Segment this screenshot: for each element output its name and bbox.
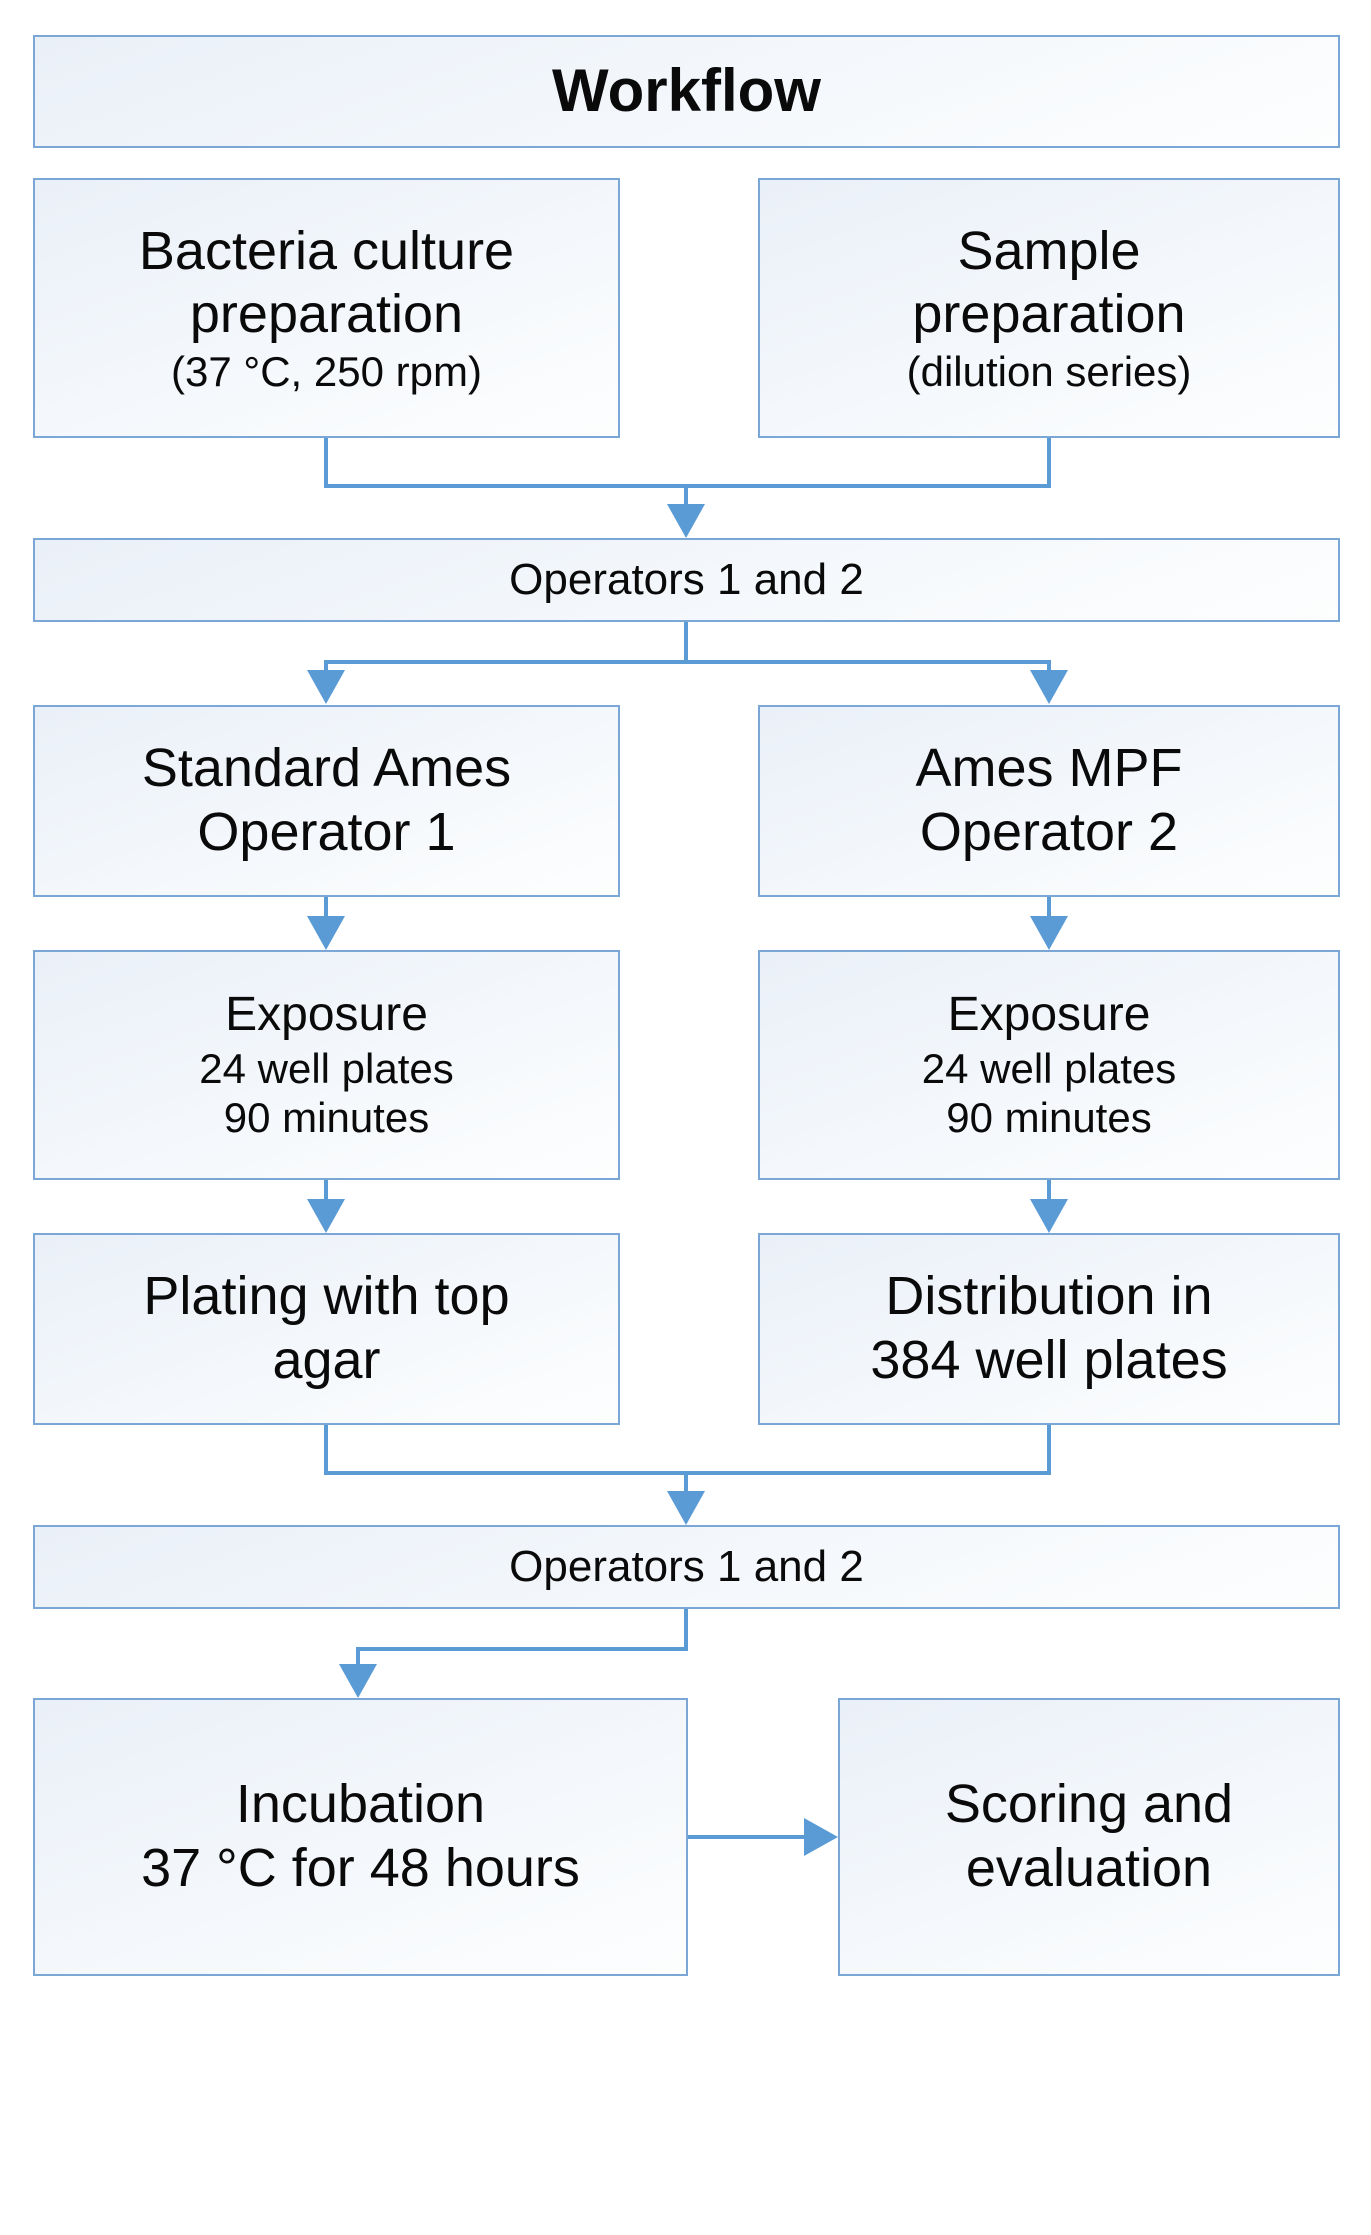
connector-exposure-left-to-plating bbox=[324, 1180, 328, 1204]
node-standard-ames: Standard Ames Operator 1 bbox=[33, 705, 620, 897]
ames-mpf-line1: Ames MPF bbox=[915, 738, 1183, 799]
arrow-down-to-distribution bbox=[1030, 1199, 1068, 1233]
connector-split-right-stub-1 bbox=[1047, 660, 1051, 674]
arrow-down-to-ames-mpf bbox=[1030, 670, 1068, 704]
node-scoring-evaluation: Scoring and evaluation bbox=[838, 1698, 1340, 1976]
connector-merge-drop-1 bbox=[684, 484, 688, 510]
connector-split-bar-1 bbox=[324, 660, 1051, 664]
operators-band-2-label: Operators 1 and 2 bbox=[509, 1542, 864, 1592]
node-distribution-384-well-plates: Distribution in 384 well plates bbox=[758, 1233, 1340, 1425]
connector-ames-mpf-to-exposure bbox=[1047, 897, 1051, 921]
node-exposure-left: Exposure 24 well plates 90 minutes bbox=[33, 950, 620, 1180]
bacteria-prep-line1: Bacteria culture bbox=[138, 220, 515, 281]
scoring-line2: evaluation bbox=[965, 1838, 1213, 1898]
node-operators-band-1: Operators 1 and 2 bbox=[33, 538, 1340, 622]
node-incubation: Incubation 37 °C for 48 hours bbox=[33, 1698, 688, 1976]
connector-split-drop-1 bbox=[684, 622, 688, 664]
sample-prep-line2: preparation bbox=[912, 284, 1186, 345]
connector-band2-drop bbox=[684, 1609, 688, 1651]
bacteria-prep-line3: (37 °C, 250 rpm) bbox=[171, 347, 482, 395]
operators-band-1-label: Operators 1 and 2 bbox=[509, 555, 864, 605]
arrow-right-to-scoring bbox=[804, 1818, 838, 1856]
ames-mpf-line2: Operator 2 bbox=[919, 802, 1179, 862]
connector-band2-elbow-bar bbox=[356, 1647, 688, 1651]
node-title-banner-label: Workflow bbox=[552, 57, 821, 125]
sample-prep-line3: (dilution series) bbox=[906, 347, 1192, 395]
exposure-right-line1: Exposure bbox=[947, 988, 1151, 1042]
exposure-left-line1: Exposure bbox=[225, 988, 428, 1042]
plating-line2: agar bbox=[272, 1330, 381, 1390]
node-bacteria-culture-preparation: Bacteria culture preparation (37 °C, 250… bbox=[33, 178, 620, 438]
arrow-down-to-plating bbox=[307, 1199, 345, 1233]
exposure-right-line2: 24 well plates bbox=[921, 1044, 1177, 1092]
connector-sample-stub bbox=[1047, 438, 1051, 488]
incubation-line1: Incubation bbox=[235, 1774, 486, 1835]
bacteria-prep-line2: preparation bbox=[189, 284, 464, 345]
exposure-left-line3: 90 minutes bbox=[223, 1094, 430, 1142]
node-ames-mpf: Ames MPF Operator 2 bbox=[758, 705, 1340, 897]
distribution-line1: Distribution in bbox=[885, 1266, 1213, 1327]
connector-split-left-stub-1 bbox=[324, 660, 328, 674]
node-operators-band-2: Operators 1 and 2 bbox=[33, 1525, 1340, 1609]
connector-standard-ames-to-exposure bbox=[324, 897, 328, 921]
node-exposure-right: Exposure 24 well plates 90 minutes bbox=[758, 950, 1340, 1180]
node-title-banner: Workflow bbox=[33, 35, 1340, 148]
connector-plating-stub bbox=[324, 1425, 328, 1475]
node-plating-top-agar: Plating with top agar bbox=[33, 1233, 620, 1425]
connector-bacteria-stub bbox=[324, 438, 328, 488]
exposure-right-line3: 90 minutes bbox=[946, 1094, 1152, 1142]
arrow-down-to-incubation bbox=[339, 1664, 377, 1698]
arrow-down-to-exposure-right bbox=[1030, 916, 1068, 950]
arrow-down-to-standard-ames bbox=[307, 670, 345, 704]
distribution-line2: 384 well plates bbox=[870, 1330, 1228, 1390]
standard-ames-line1: Standard Ames bbox=[141, 738, 512, 799]
connector-incubation-to-scoring bbox=[688, 1835, 808, 1839]
plating-line1: Plating with top bbox=[143, 1266, 510, 1327]
arrow-down-to-operators-2 bbox=[667, 1491, 705, 1525]
sample-prep-line1: Sample bbox=[957, 220, 1141, 281]
connector-distribution-stub bbox=[1047, 1425, 1051, 1475]
standard-ames-line2: Operator 1 bbox=[197, 802, 456, 862]
scoring-line1: Scoring and bbox=[944, 1774, 1234, 1835]
arrow-down-to-operators-1 bbox=[667, 504, 705, 538]
connector-exposure-right-to-distribution bbox=[1047, 1180, 1051, 1204]
connector-band2-elbow-drop bbox=[356, 1647, 360, 1669]
incubation-line2: 37 °C for 48 hours bbox=[141, 1838, 580, 1898]
arrow-down-to-exposure-left bbox=[307, 916, 345, 950]
connector-merge-drop-2 bbox=[684, 1471, 688, 1497]
node-sample-preparation: Sample preparation (dilution series) bbox=[758, 178, 1340, 438]
exposure-left-line2: 24 well plates bbox=[199, 1044, 454, 1092]
